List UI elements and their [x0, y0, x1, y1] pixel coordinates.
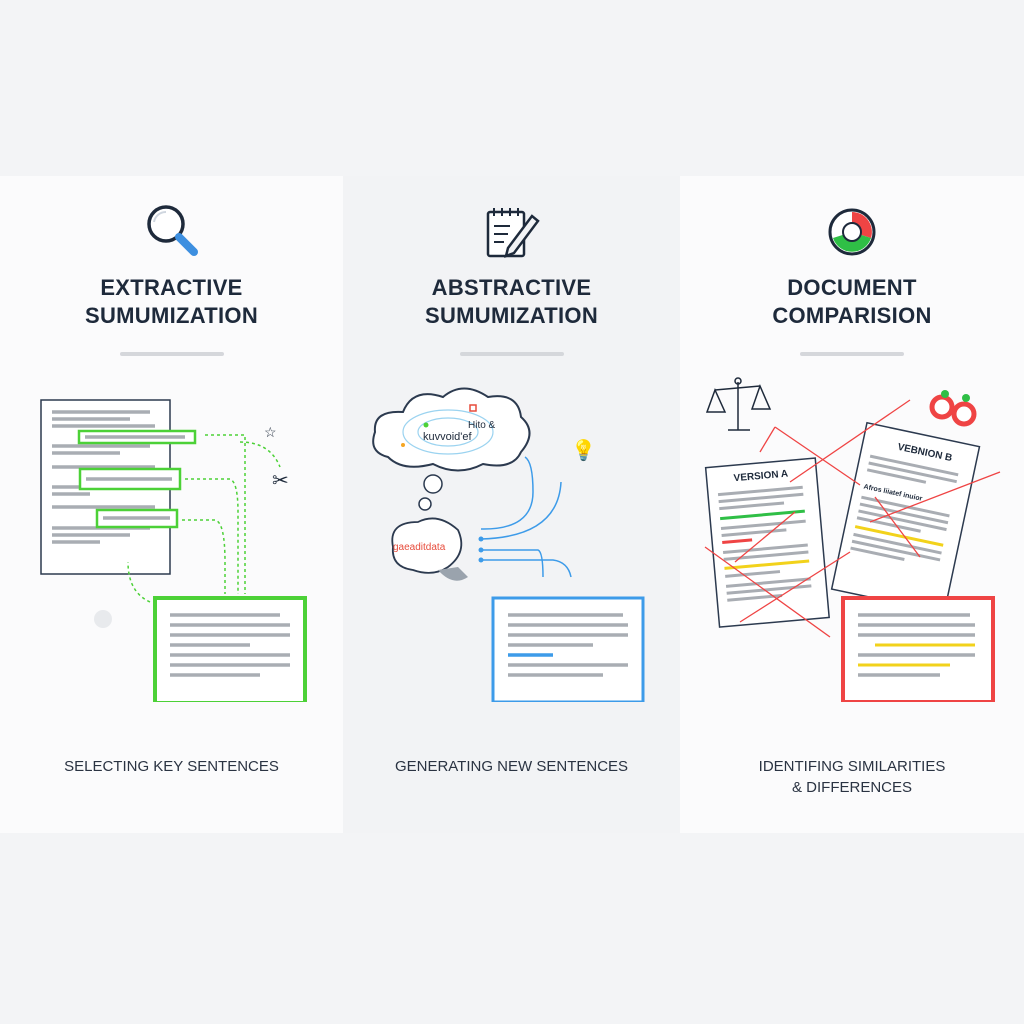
- comparison-illustration: VERSION A VEBNION B Afros liiatef inuior: [704, 377, 1001, 702]
- star-icon: ☆: [264, 424, 277, 440]
- title-line: SUMUMIZATION: [84, 303, 259, 328]
- connector-lines: [480, 456, 572, 578]
- caption-line: IDENTIFING SIMILARITIES: [758, 758, 946, 775]
- title-line: DOCUMENT: [787, 275, 917, 300]
- title-line: SUMUMIZATION: [424, 303, 599, 328]
- version-a-label: VERSION A: [733, 469, 788, 485]
- panel-caption: SELECTING KEY SENTENCES: [64, 758, 279, 775]
- highlighted-sentences: [77, 429, 197, 529]
- extraction-arrows: [127, 434, 281, 603]
- panel-title: ABSTRACTIVE SUMUMIZATION: [343, 274, 680, 330]
- caption-line: & DIFFERENCES: [791, 779, 912, 796]
- divider: [800, 352, 904, 356]
- extractive-summarization-panel: EXTRACTIVE SUMUMIZATION ✂ ☆ SELECTING KE…: [0, 176, 343, 833]
- divider: [119, 352, 224, 356]
- title-line: ABSTRACTIVE: [431, 275, 592, 300]
- divider: [459, 352, 564, 356]
- abstractive-illustration: Hito & kuvvoid'ef gaeaditdata 💡: [372, 387, 645, 702]
- thought-cloud: [372, 387, 531, 472]
- brain-text: gaeaditdata: [393, 542, 446, 553]
- decorative-circle: [94, 610, 112, 628]
- document-comparison-panel: DOCUMENT COMPARISION VERSION A VEBNION B…: [680, 176, 1024, 833]
- cloud-text: kuvvoid'ef: [423, 431, 473, 443]
- magnifier-icon: [146, 205, 198, 256]
- title-line: EXTRACTIVE: [100, 275, 243, 300]
- comparison-arrows: [704, 399, 1001, 638]
- panel-caption: GENERATING NEW SENTENCES: [394, 758, 629, 775]
- abstractive-summarization-panel: ABSTRACTIVE SUMUMIZATION Hito & kuvvoid'…: [343, 176, 680, 833]
- panel-title: EXTRACTIVE SUMUMIZATION: [0, 274, 343, 330]
- notepad-pencil-icon: [486, 208, 540, 259]
- pie-chart-icon: [828, 208, 876, 256]
- brain-icon: [391, 517, 463, 574]
- cloud-text: Hito &: [468, 420, 496, 431]
- extractive-illustration: ✂ ☆: [40, 399, 307, 702]
- binoculars-icon: [929, 390, 977, 427]
- panel-caption: IDENTIFING SIMILARITIES & DIFFERENCES: [680, 756, 1024, 798]
- title-line: COMPARISION: [772, 303, 932, 328]
- scales-icon: [705, 377, 772, 431]
- panel-title: DOCUMENT COMPARISION: [680, 274, 1024, 330]
- lightbulb-icon: 💡: [571, 438, 596, 462]
- scissors-icon: ✂: [272, 470, 289, 492]
